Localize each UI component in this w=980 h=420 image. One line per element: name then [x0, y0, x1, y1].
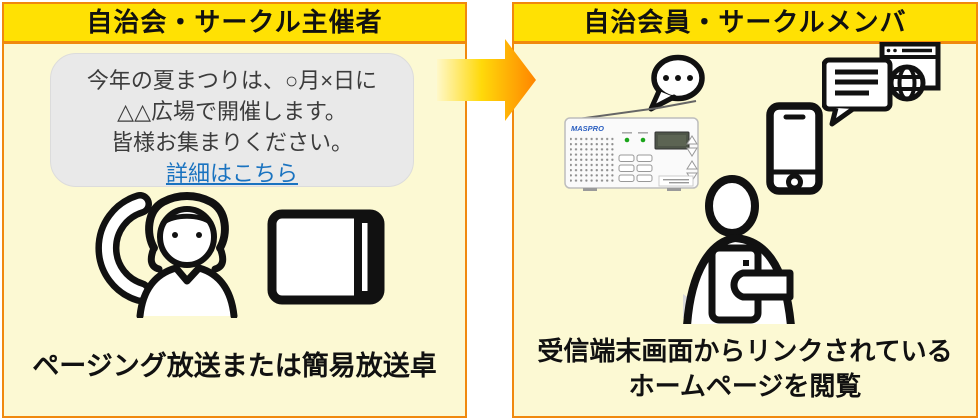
- member-caption: 受信端末画面からリンクされている ホームページを閲覧: [514, 334, 976, 404]
- member-panel: 自治会員・サークルメンバ: [512, 2, 978, 418]
- smartphone-icon: [766, 102, 823, 195]
- organizer-panel-header: 自治会・サークル主催者: [4, 4, 465, 44]
- announcement-line-1: 今年の夏まつりは、○月×日に: [86, 68, 378, 93]
- chat-dots-icon: [648, 54, 705, 112]
- radio-logo: MASPRO: [571, 124, 604, 133]
- announcement-line-3: 皆様お集まりください。: [110, 130, 353, 155]
- broadcast-tablet-icon: [267, 209, 385, 305]
- details-link[interactable]: 詳細はこちら: [165, 161, 298, 186]
- webpage-chat-globe-icon: [822, 42, 941, 127]
- announcement-bubble: 今年の夏まつりは、○月×日に △△広場で開催します。 皆様お集まりください。 詳…: [50, 53, 414, 187]
- phone-operator-icon: [95, 192, 238, 318]
- flow-arrow-icon: [437, 39, 536, 121]
- radio-receiver-image: MASPRO: [564, 100, 699, 191]
- member-panel-body: MASPRO: [514, 42, 976, 418]
- organizer-panel: 自治会・サークル主催者 今年の夏まつりは、○月×日に △△広場で開催します。 皆…: [2, 2, 467, 418]
- organizer-panel-body: 今年の夏まつりは、○月×日に △△広場で開催します。 皆様お集まりください。 詳…: [4, 44, 465, 418]
- person-holding-tablet-icon: [683, 175, 795, 324]
- announcement-line-2: △△広場で開催します。: [117, 99, 347, 124]
- organizer-caption: ページング放送または簡易放送卓: [32, 351, 437, 381]
- member-panel-header: 自治会員・サークルメンバ: [514, 4, 976, 44]
- member-caption-line-2: ホームページを閲覧: [628, 371, 862, 401]
- member-caption-line-1: 受信端末画面からリンクされている: [537, 336, 953, 366]
